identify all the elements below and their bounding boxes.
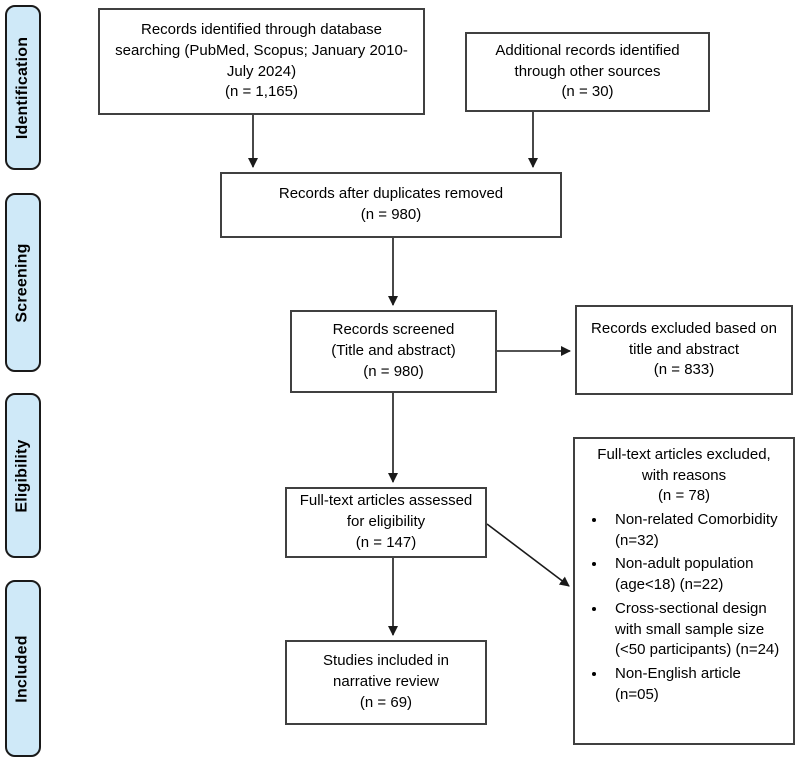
stage-identification-label: Identification — [14, 36, 32, 139]
box-fulltext-assessed: Full-text articles assessed for eligibil… — [285, 487, 487, 558]
box-duplicates-removed-text: Records after duplicates removed (n = 98… — [278, 185, 504, 223]
box-records-excluded-text: Records excluded based on title and abst… — [591, 319, 777, 379]
excluded-reason-item: Non-English article (n=05) — [607, 664, 785, 705]
stage-eligibility-label: Eligibility — [14, 438, 32, 513]
box-additional-records-text: Additional records identified through ot… — [495, 41, 680, 101]
box-studies-included-text: Studies included in narrative review (n … — [323, 652, 449, 711]
box-excluded-reasons: Full-text articles excluded, with reason… — [573, 437, 795, 745]
stage-included: Included — [5, 580, 41, 757]
stage-eligibility: Eligibility — [5, 393, 41, 558]
box-records-identified-text: Records identified through database sear… — [115, 21, 408, 101]
stage-identification: Identification — [5, 5, 41, 170]
box-studies-included: Studies included in narrative review (n … — [285, 640, 487, 725]
arrow-fulltext-to-reasons — [486, 523, 570, 587]
box-records-screened-text: Records screened (Title and abstract) (n… — [331, 321, 456, 380]
stage-included-label: Included — [14, 634, 32, 703]
box-excluded-reasons-header: Full-text articles excluded, with reason… — [597, 446, 771, 505]
excluded-reason-item: Non-adult population (age<18) (n=22) — [607, 554, 785, 595]
box-records-excluded: Records excluded based on title and abst… — [575, 305, 793, 395]
stage-screening: Screening — [5, 193, 41, 372]
excluded-reason-item: Cross-sectional design with small sample… — [607, 599, 785, 661]
stage-screening-label: Screening — [14, 242, 32, 323]
box-records-identified: Records identified through database sear… — [98, 8, 425, 115]
box-duplicates-removed: Records after duplicates removed (n = 98… — [220, 172, 562, 238]
excluded-reasons-list: Non-related Comorbidity (n=32) Non-adult… — [583, 510, 785, 705]
excluded-reason-item: Non-related Comorbidity (n=32) — [607, 510, 785, 551]
box-records-screened: Records screened (Title and abstract) (n… — [290, 310, 497, 393]
box-additional-records: Additional records identified through ot… — [465, 32, 710, 112]
box-fulltext-assessed-text: Full-text articles assessed for eligibil… — [299, 492, 473, 551]
